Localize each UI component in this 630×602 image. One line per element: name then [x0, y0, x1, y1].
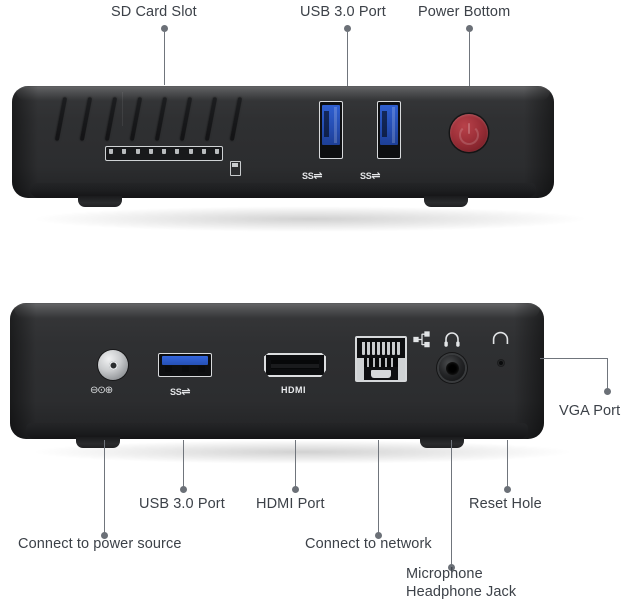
ethernet-latch-tab — [371, 370, 391, 378]
usb-superspeed-icon-rear: SS⇌ — [170, 386, 191, 398]
callout-label-power-button: Power Bottom — [418, 4, 511, 20]
leader-dot-power-button — [466, 25, 473, 32]
leader-line-usb-rear — [183, 440, 185, 490]
hdmi-port[interactable] — [264, 353, 326, 377]
leader-line-power-source — [104, 440, 106, 535]
leader-dot-sd-card-slot — [161, 25, 168, 32]
audio-combo-jack[interactable] — [439, 355, 465, 381]
callout-label-vga-port: VGA Port — [559, 403, 621, 419]
hdmi-label: HDMI — [281, 385, 306, 395]
dc-polarity-icon: ⊖⊙⊕ — [90, 385, 113, 396]
rear-device-base — [26, 423, 528, 439]
ethernet-pins — [362, 342, 400, 355]
usb-port-tongue — [162, 356, 208, 365]
callout-label-audio-jack-line1: Microphone — [406, 566, 483, 582]
leader-line-vga-vertical — [607, 358, 609, 390]
usb-port-tongue — [380, 105, 398, 145]
sd-card-icon — [230, 161, 241, 176]
rear-device-foot-left — [76, 437, 120, 448]
leader-dot-reset-hole — [504, 486, 511, 493]
front-chassis-seam — [122, 92, 123, 126]
front-device-base — [30, 183, 536, 198]
callout-label-network: Connect to network — [305, 536, 432, 552]
hdmi-port-inner — [271, 360, 319, 369]
power-button[interactable] — [450, 114, 488, 152]
leader-dot-usb-rear — [180, 486, 187, 493]
leader-line-sd-card-slot — [164, 30, 166, 85]
usb-superspeed-icon-right: SS⇌ — [360, 170, 381, 182]
usb-superspeed-icon-left: SS⇌ — [302, 170, 323, 182]
leader-dot-hdmi — [292, 486, 299, 493]
front-panel-device: SS⇌ SS⇌ — [12, 86, 554, 207]
headphone-icon-audio — [444, 332, 460, 347]
ethernet-port[interactable] — [355, 336, 407, 382]
sd-card-slot[interactable] — [105, 146, 223, 161]
callout-label-reset-hole: Reset Hole — [469, 496, 542, 512]
front-device-foot-left — [78, 196, 122, 207]
leader-line-hdmi — [295, 440, 297, 490]
usb-port-tongue — [322, 105, 340, 145]
leader-dot-power-source — [101, 532, 108, 539]
leader-line-power-button — [469, 30, 471, 86]
dc-power-jack[interactable] — [98, 350, 128, 380]
headphone-icon-reset — [492, 331, 509, 344]
ethernet-frame-right — [398, 358, 405, 380]
usb-3-port-front-right[interactable] — [377, 101, 401, 159]
leader-dot-audio-jack — [448, 564, 455, 571]
callout-label-sd-card-slot: SD Card Slot — [111, 4, 197, 20]
callout-label-usb-front: USB 3.0 Port — [300, 4, 386, 20]
rear-device-foot-right — [420, 437, 464, 448]
leader-line-usb-front — [347, 30, 349, 90]
leader-line-vga-horizontal — [540, 358, 608, 360]
callout-label-power-source: Connect to power source — [18, 536, 182, 552]
rear-device-shadow — [30, 440, 575, 464]
ethernet-frame-left — [357, 358, 364, 380]
usb-3-port-front-left[interactable] — [319, 101, 343, 159]
callout-label-usb-rear: USB 3.0 Port — [139, 496, 225, 512]
leader-line-audio-jack — [451, 440, 453, 567]
rear-panel-device: ⊖⊙⊕ SS⇌ HDMI — [10, 303, 544, 448]
sd-card-slot-pins — [109, 149, 219, 157]
usb-3-port-rear[interactable] — [158, 353, 212, 377]
leader-line-reset-hole — [507, 440, 509, 490]
callout-label-audio-jack-line2: Headphone Jack — [406, 584, 517, 600]
reset-hole[interactable] — [498, 360, 504, 366]
front-device-shadow — [30, 206, 590, 232]
front-device-foot-right — [424, 196, 468, 207]
leader-dot-network — [375, 532, 382, 539]
leader-dot-vga — [604, 388, 611, 395]
leader-line-network — [378, 440, 380, 535]
ethernet-contact-strip — [364, 358, 398, 367]
usb-port-contacts — [165, 366, 205, 372]
callout-label-hdmi: HDMI Port — [256, 496, 325, 512]
leader-dot-usb-front — [344, 25, 351, 32]
network-icon — [413, 331, 430, 348]
